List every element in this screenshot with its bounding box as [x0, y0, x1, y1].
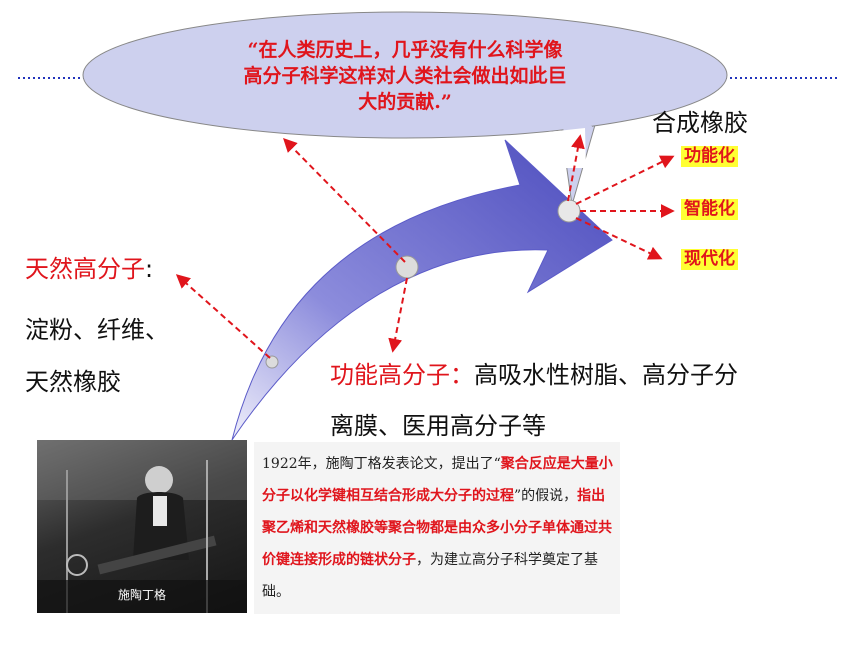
quote-line-3: 大的贡献.”: [358, 91, 452, 113]
trend-functionalization: 功能化: [681, 146, 738, 167]
functional-polymer-line-1: 功能高分子：高吸水性树脂、高分子分: [330, 355, 738, 390]
para-part-1: 1922年，施陶丁格发表论文，提出了“: [262, 456, 501, 472]
staudinger-photo: 施陶丁格: [37, 440, 247, 613]
quote-line-1: “在人类历史上，几乎没有什么科学像: [247, 39, 563, 61]
bubble-quote: “在人类历史上，几乎没有什么科学像 高分子科学这样对人类社会做出如此巨 大的贡献…: [175, 37, 635, 115]
trend-intelligentization: 智能化: [681, 199, 738, 220]
arrow-to-synthetic: [567, 134, 585, 202]
bubble-cutout: [548, 128, 586, 168]
natural-polymer-line-1: 淀粉、纤维、: [25, 316, 169, 344]
node-functional: [395, 255, 419, 279]
history-paragraph: 1922年，施陶丁格发表论文，提出了“聚合反应是大量小分子以化学键相互结合形成大…: [254, 442, 620, 614]
trend-modernization: 现代化: [681, 249, 738, 270]
arrow-to-natural: [175, 274, 271, 359]
speech-bubble: [82, 11, 728, 139]
natural-polymer-title: 天然高分子:: [25, 249, 153, 284]
para-highlight-2: 指出聚乙烯和天然橡胶等聚合物都是由众多小分子单体通过共价键连接形成的链状分子: [262, 488, 612, 568]
arrow-to-trend-3: [575, 217, 663, 260]
arrow-to-functional: [388, 277, 408, 353]
arrow-to-trend-1: [575, 155, 675, 205]
photo-caption: 施陶丁格: [117, 588, 166, 602]
para-part-3: ，为建立高分子科学奠定了基础。: [262, 552, 598, 600]
quote-line-2: 高分子科学这样对人类社会做出如此巨: [243, 65, 567, 87]
natural-polymer-line-2: 天然橡胶: [25, 368, 121, 396]
natural-polymer-colon: :: [145, 255, 154, 283]
natural-polymer-title-text: 天然高分子: [25, 255, 145, 283]
synthetic-rubber-label: 合成橡胶: [652, 109, 748, 137]
functional-polymer-title: 功能高分子：: [330, 361, 474, 389]
lab-scene-illustration: [37, 440, 247, 613]
growth-arrow: [231, 139, 613, 441]
node-natural: [265, 355, 279, 369]
functional-polymer-line-2: 离膜、医用高分子等: [330, 412, 546, 440]
functional-polymer-examples-1: 高吸水性树脂、高分子分: [474, 361, 738, 389]
para-highlight-1: 聚合反应是大量小分子以化学键相互结合形成大分子的过程: [262, 456, 613, 504]
para-part-2: ”的假说，: [514, 488, 578, 504]
arrow-to-quote: [283, 138, 406, 263]
